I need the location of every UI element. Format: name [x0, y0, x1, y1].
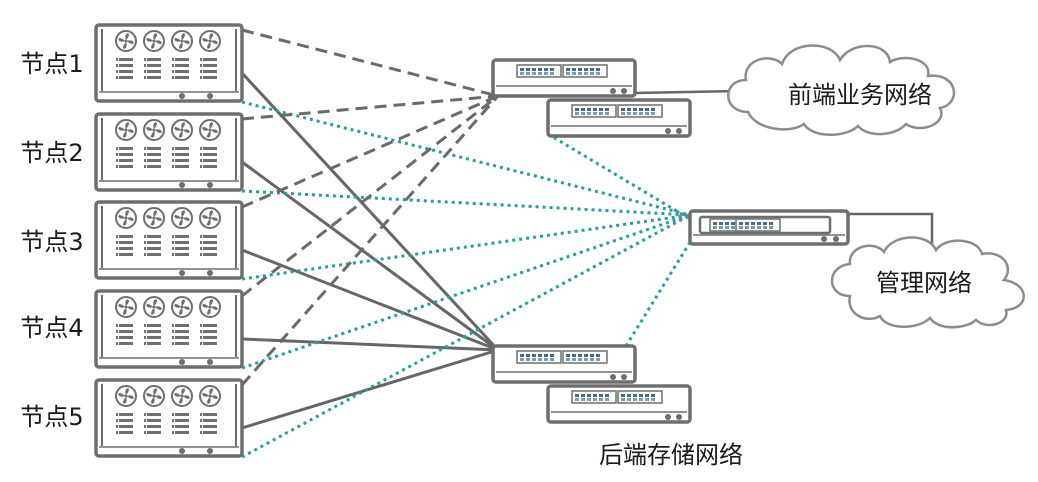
server-node-5	[96, 380, 242, 456]
management-link-node-2	[241, 189, 691, 217]
management-link-node-1	[241, 100, 691, 217]
node-label-5: 节点5	[20, 403, 83, 431]
management-link-node-4	[241, 213, 691, 370]
node-label-2: 节点2	[20, 139, 83, 167]
management-network-cloud: 管理网络	[830, 236, 1025, 329]
frontend-network-cloud: 前端业务网络	[727, 44, 956, 136]
frontend-link-node-2	[241, 94, 499, 121]
storage-link-node-1	[240, 71, 500, 352]
frontend-link-node-4	[241, 94, 499, 298]
server-node-1	[96, 25, 242, 101]
management-link-frontend-switch	[547, 132, 691, 221]
frontend-link-node-1	[241, 28, 499, 98]
frontend-switch-2	[548, 100, 690, 136]
storage-link-node-5	[241, 348, 499, 430]
management-link-node-5	[241, 213, 691, 459]
management-switch	[690, 211, 848, 244]
storage-switch-1	[493, 346, 635, 382]
frontend-network-label: 前端业务网络	[788, 81, 932, 109]
server-nodes	[96, 25, 242, 456]
server-node-3	[96, 202, 242, 278]
storage-link-node-3	[241, 248, 499, 352]
storage-switch-2	[548, 386, 690, 422]
management-network-label: 管理网络	[876, 269, 972, 297]
management-link-node-3	[241, 213, 691, 281]
server-node-4	[96, 291, 242, 367]
connection-links	[240, 28, 694, 459]
storage-link-node-4	[241, 337, 499, 352]
storage-switch-stack	[493, 346, 690, 422]
node-label-1: 节点1	[20, 50, 83, 78]
frontend-switch-1	[493, 60, 635, 96]
node-label-4: 节点4	[20, 314, 83, 342]
frontend-link-node-3	[241, 94, 499, 209]
server-node-2	[96, 114, 242, 190]
frontend-uplink	[632, 89, 739, 95]
node-label-3: 节点3	[20, 228, 83, 256]
management-link-storage-switch	[624, 238, 694, 347]
frontend-switch-stack	[493, 60, 690, 136]
frontend-link-node-5	[240, 95, 500, 386]
storage-network-label: 后端存储网络	[599, 441, 743, 469]
node-labels: 节点1 节点2 节点3 节点4 节点5	[20, 50, 83, 431]
management-uplink	[846, 212, 934, 252]
